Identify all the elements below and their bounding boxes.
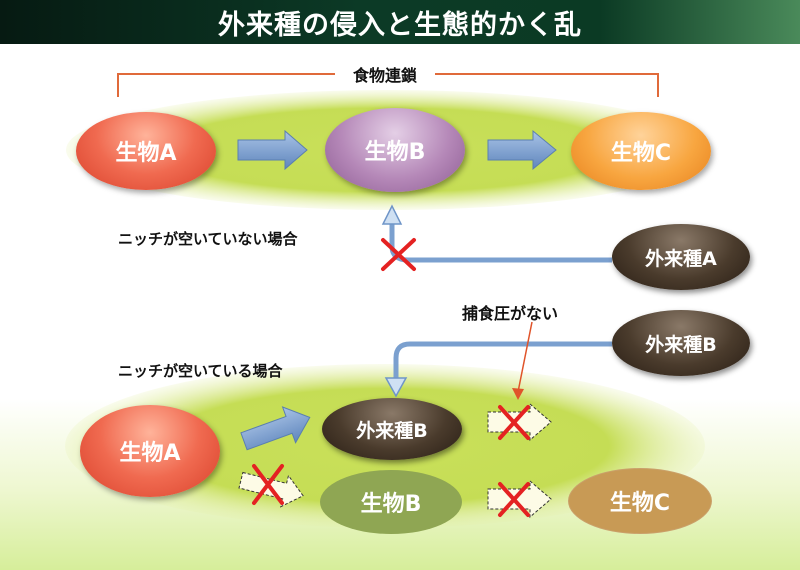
arrow-a-to-b-top: [237, 129, 308, 171]
food-chain-label: 食物連鎖: [335, 60, 435, 88]
alien-b-connector: [393, 341, 612, 380]
organism-c-bottom-label: 生物C: [609, 491, 671, 516]
organism-a-bottom: 生物A: [80, 405, 220, 497]
no-predation-label: 捕食圧がない: [462, 304, 559, 323]
organism-b-bottom: 生物B: [320, 470, 462, 534]
no-predation-pointer: [517, 321, 533, 393]
organism-b-top-label: 生物B: [364, 140, 426, 165]
alien-a-connector: [389, 222, 612, 263]
organism-c-bottom: 生物C: [568, 468, 712, 534]
niche-open-label: ニッチが空いている場合: [118, 362, 283, 380]
alien-a-node: 外来種A: [612, 224, 750, 290]
arrow-a-to-alien-b: [240, 406, 311, 451]
alien-b-intruder-label: 外来種B: [645, 333, 717, 356]
cross-mark-a-to-b: [252, 464, 284, 505]
alien-b-intruder-node: 外来種B: [612, 310, 750, 376]
cross-mark-alien-b-out: [498, 405, 530, 440]
niche-occupied-label: ニッチが空いていない場合: [118, 230, 298, 248]
organism-a-top-label: 生物A: [115, 141, 177, 166]
arrow-b-to-c-top: [487, 129, 557, 171]
alien-b-node-label: 外来種B: [356, 419, 428, 442]
organism-b-bottom-label: 生物B: [360, 492, 422, 517]
alien-a-label: 外来種A: [645, 247, 717, 270]
organism-b-top: 生物B: [325, 108, 465, 192]
organism-c-top-label: 生物C: [610, 141, 672, 166]
page-title: 外来種の侵入と生態的かく乱: [0, 0, 800, 44]
alien-a-connector-head: [381, 204, 403, 225]
cross-mark-top: [381, 238, 416, 271]
organism-a-bottom-label: 生物A: [119, 441, 181, 466]
no-predation-pointer-head: [512, 388, 524, 400]
organism-c-top: 生物C: [571, 112, 711, 190]
alien-b-node: 外来種B: [322, 398, 462, 460]
cross-mark-b-to-c: [498, 482, 530, 517]
alien-b-connector-head: [384, 377, 408, 398]
organism-a-top: 生物A: [76, 112, 216, 190]
